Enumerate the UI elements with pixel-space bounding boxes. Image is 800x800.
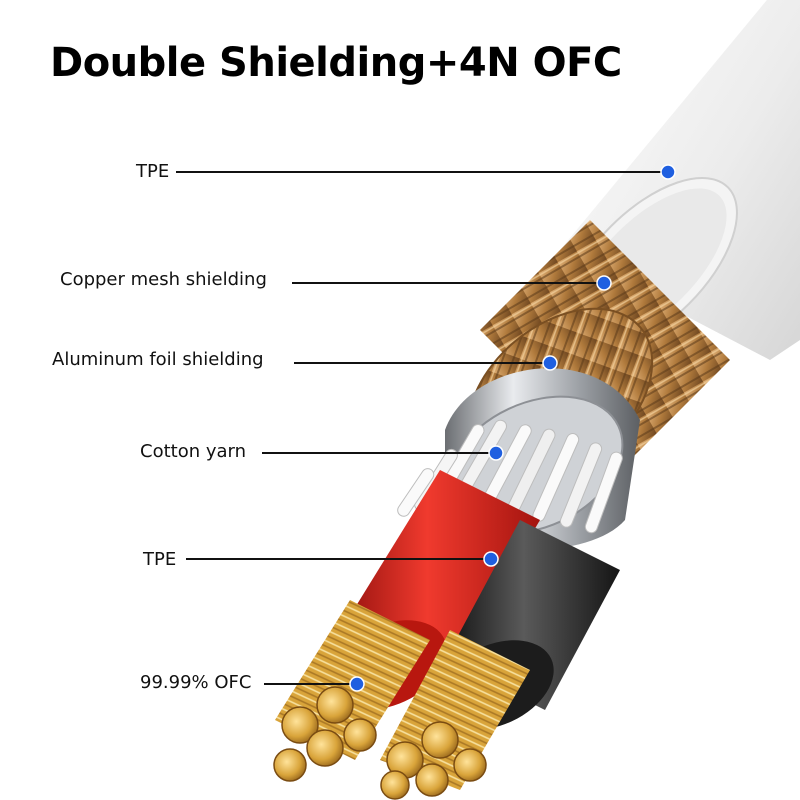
callout-dot-tpe-insulation [483, 551, 499, 567]
label-tpe-jacket: TPE [136, 161, 170, 182]
callout-dot-tpe-jacket [660, 164, 676, 180]
callout-dot-ofc [349, 676, 365, 692]
callout-lines [176, 164, 676, 692]
label-copper-mesh-shielding: Copper mesh shielding [60, 269, 267, 290]
label-cotton-yarn: Cotton yarn [140, 441, 247, 462]
callout-dot-copper-mesh [596, 275, 612, 291]
label-tpe-insulation: TPE [143, 549, 177, 570]
diagram-title: Double Shielding+4N OFC [50, 40, 622, 86]
callout-dot-cotton-yarn [488, 445, 504, 461]
ofc-copper-strands-right [380, 630, 530, 800]
label-ofc-conductor: 99.99% OFC [140, 672, 252, 693]
callout-dot-aluminum-foil [542, 355, 558, 371]
label-aluminum-foil-shielding: Aluminum foil shielding [52, 349, 264, 370]
